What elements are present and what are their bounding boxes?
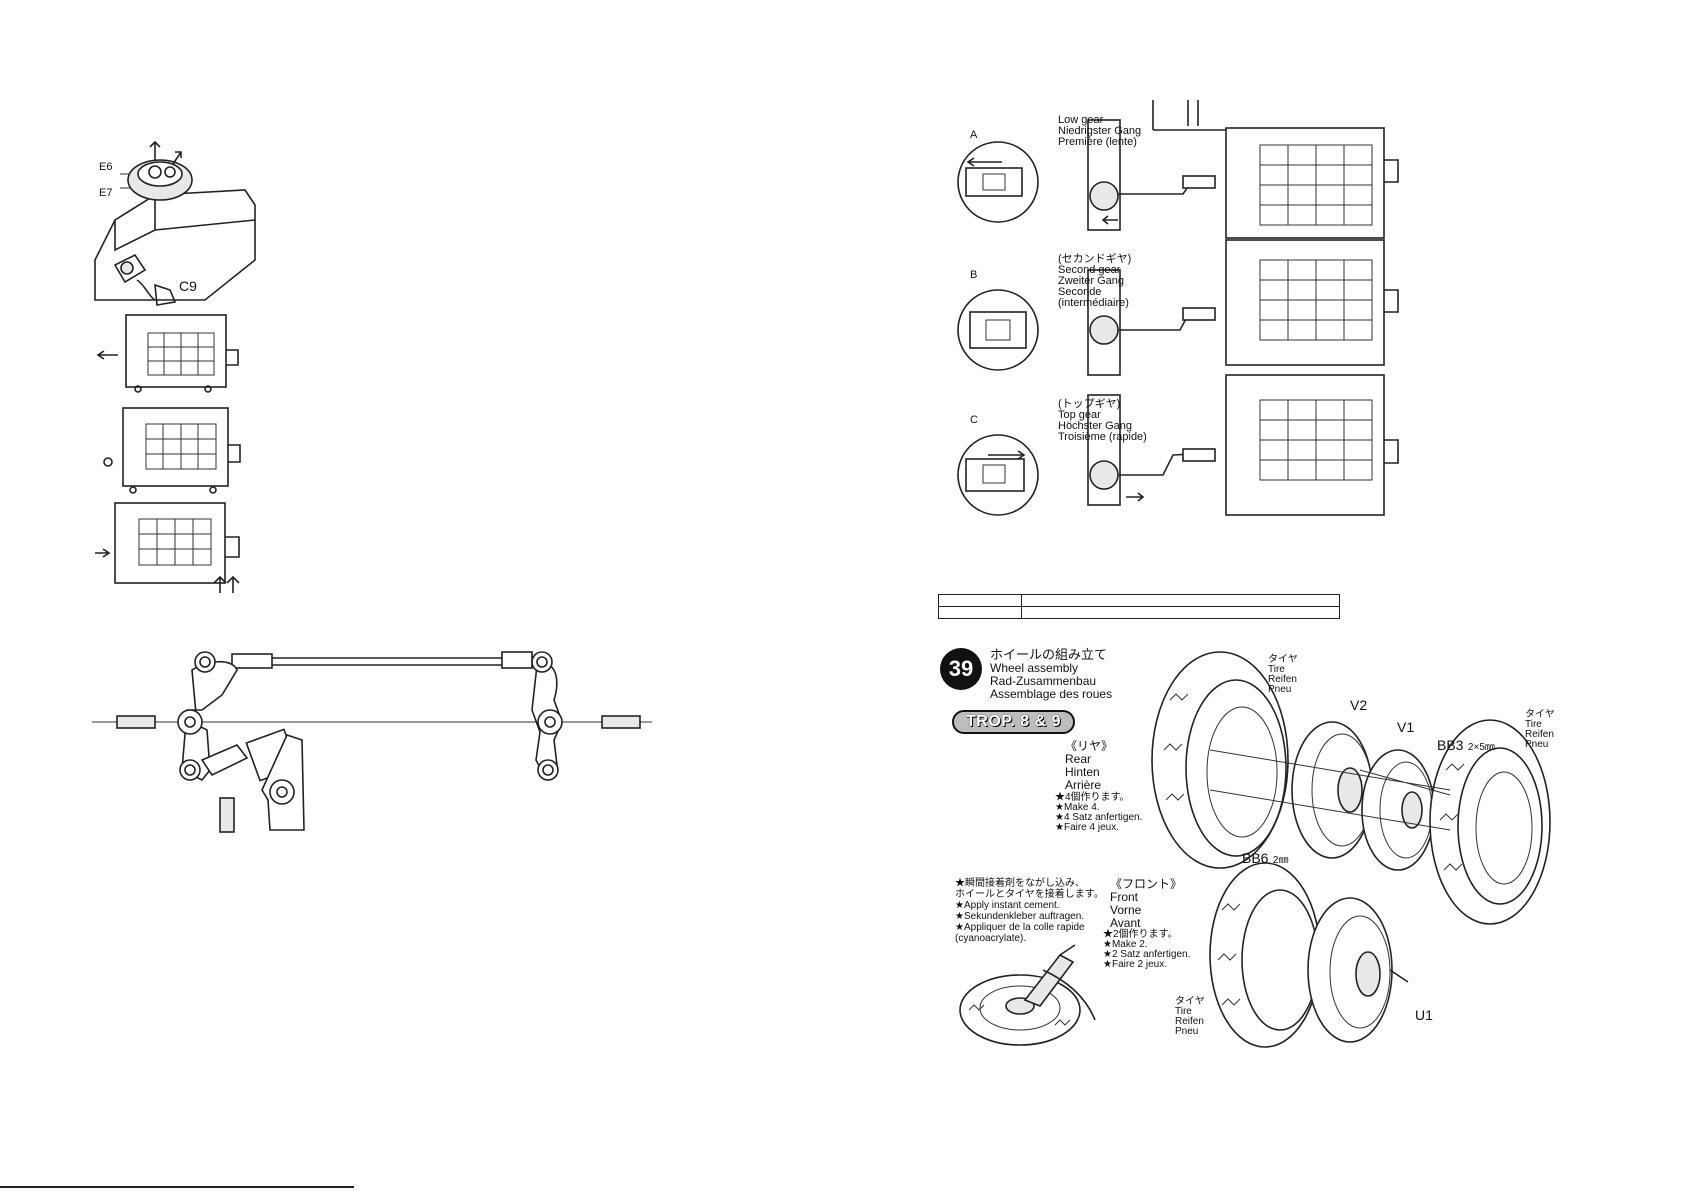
rear-make-note: ★4個作ります。 ★Make 4. ★4 Satz anfertigen. ★F…	[1055, 792, 1143, 833]
part-label-e6: E6	[99, 161, 113, 173]
gearbox-drawing-1	[96, 305, 243, 395]
note-table	[938, 594, 1340, 619]
cement-application-drawing	[959, 944, 1096, 1046]
gear-c-label: (トップギヤ) Top gear Höchster Gang Troisième…	[1058, 398, 1147, 443]
tire-label-front: タイヤ Tire Reifen Pneu	[1175, 996, 1205, 1037]
gear-letter-b: B	[970, 269, 978, 281]
linkage-drawing	[92, 640, 652, 840]
part-label-bb6: BB6 2㎜	[1242, 850, 1289, 866]
shift-detail-figure: E6 E7 C9	[94, 140, 260, 310]
part-label-u1: U1	[1415, 1007, 1433, 1023]
part-label-e7: E7	[99, 187, 113, 199]
part-label-c9: C9	[179, 278, 197, 294]
front-make-note: ★2個作ります。 ★Make 2. ★2 Satz anfertigen. ★F…	[1103, 929, 1191, 970]
gear-c-drawing	[957, 374, 1399, 516]
gear-position-c: C (トップギヤ) Top gear Höchster Gang Troisiè…	[957, 374, 1433, 535]
tire-label-right: タイヤ Tire Reifen Pneu	[1525, 709, 1555, 750]
step-number-badge: 39	[940, 648, 982, 690]
gear-b-drawing	[957, 239, 1399, 376]
gear-position-a: A Low gear Niedrigster Gang Première (le…	[957, 100, 1433, 240]
gear-letter-a: A	[970, 129, 978, 141]
front-label: 《フロント》 Front Vorne Avant	[1110, 877, 1183, 930]
footer-rule	[0, 1186, 354, 1188]
gear-position-b: B (セカンドギヤ) Second gear Zweiter Gang Seco…	[957, 239, 1433, 385]
gearbox-drawing-2	[98, 400, 243, 495]
gear-a-label: Low gear Niedrigster Gang Première (lent…	[1058, 114, 1142, 148]
gear-letter-c: C	[970, 414, 978, 426]
shift-knob-drawing	[94, 140, 256, 306]
part-label-v1: V1	[1397, 719, 1415, 735]
tire-label-top: タイヤ Tire Reifen Pneu	[1268, 654, 1298, 695]
gearbox-drawing-3	[95, 495, 245, 595]
rear-label: 《リヤ》 Rear Hinten Arrière	[1065, 739, 1114, 792]
gear-b-label: (セカンドギヤ) Second gear Zweiter Gang Second…	[1058, 253, 1132, 309]
step-title: ホイールの組み立て Wheel assembly Rad-Zusammenbau…	[990, 647, 1113, 701]
table-row	[938, 594, 1340, 607]
table-row	[938, 606, 1340, 619]
part-label-bb3: BB3 2×5㎜	[1437, 737, 1495, 753]
part-label-v2: V2	[1350, 697, 1368, 713]
cement-note: ★瞬間接着剤をながし込み、 ホイールとタイヤを接着します。 ★Apply ins…	[955, 878, 1104, 944]
wheel-exploded-drawing	[1151, 651, 1551, 1048]
trop-label: TROP. 8 & 9	[952, 710, 1076, 734]
gear-a-drawing	[957, 100, 1399, 239]
